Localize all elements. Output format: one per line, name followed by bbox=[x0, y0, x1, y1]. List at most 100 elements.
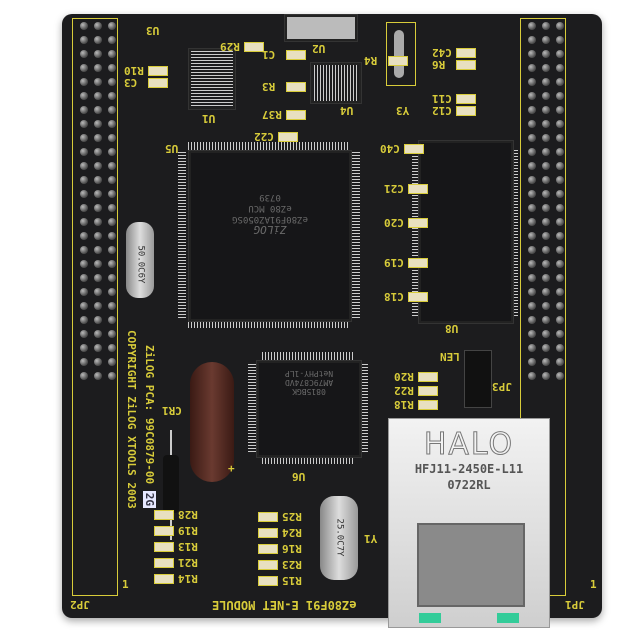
header-pin bbox=[528, 36, 536, 44]
header-pin bbox=[108, 358, 116, 366]
jp3-jumper[interactable] bbox=[464, 350, 492, 408]
header-pin bbox=[556, 106, 564, 114]
header-pin bbox=[94, 246, 102, 254]
component-label: R28 bbox=[178, 508, 198, 521]
header-pin bbox=[528, 344, 536, 352]
header-pin bbox=[528, 204, 536, 212]
header-pin bbox=[108, 92, 116, 100]
header-pin bbox=[556, 302, 564, 310]
header-pin bbox=[80, 204, 88, 212]
smd-part bbox=[408, 258, 428, 268]
header-pin bbox=[542, 176, 550, 184]
y1-marking: 25.0C7Y bbox=[334, 518, 345, 557]
smd-part bbox=[286, 110, 306, 120]
header-pin bbox=[556, 190, 564, 198]
u5-pins-left bbox=[178, 152, 186, 318]
header-pin bbox=[80, 92, 88, 100]
header-pin bbox=[542, 120, 550, 128]
plus-label: + bbox=[228, 462, 235, 475]
component-label: R6 bbox=[432, 58, 446, 71]
header-pin bbox=[528, 274, 536, 282]
smd-part bbox=[258, 512, 278, 522]
smd-part bbox=[258, 544, 278, 554]
header-pin bbox=[542, 204, 550, 212]
y3-crystal bbox=[386, 22, 416, 86]
pin1-right-label: 1 bbox=[590, 578, 597, 591]
rj45-jack[interactable]: HALO HFJ11-2450E-L11 0722RL bbox=[388, 418, 550, 628]
header-pin bbox=[108, 120, 116, 128]
header-pin bbox=[528, 260, 536, 268]
header-pin bbox=[542, 330, 550, 338]
u6-phy-chip: 0815BGK AM79C874VD NetPHY-1LP bbox=[256, 360, 362, 458]
component-label: R20 bbox=[394, 370, 414, 383]
smd-part bbox=[148, 78, 168, 88]
header-pin bbox=[108, 148, 116, 156]
component-label: C21 bbox=[384, 182, 404, 195]
y2-crystal: 50.0C6Y bbox=[126, 222, 154, 298]
header-pin bbox=[528, 148, 536, 156]
header-pin bbox=[108, 330, 116, 338]
smd-part bbox=[286, 82, 306, 92]
header-pin bbox=[94, 302, 102, 310]
header-pin bbox=[108, 64, 116, 72]
y1-crystal: 25.0C7Y bbox=[320, 496, 358, 580]
component-label: C18 bbox=[384, 290, 404, 303]
u3-label: U3 bbox=[146, 24, 160, 37]
copyright-label: COPYRIGHT ZiLOG XTOOLS 2003 bbox=[125, 330, 138, 509]
component-label: R4 bbox=[364, 54, 378, 67]
smd-part bbox=[258, 560, 278, 570]
header-pin bbox=[108, 232, 116, 240]
len-label: LEN bbox=[440, 350, 460, 363]
header-pin bbox=[80, 260, 88, 268]
header-pin bbox=[80, 176, 88, 184]
y3-crystal-body bbox=[394, 30, 404, 78]
header-pin bbox=[80, 218, 88, 226]
header-pin bbox=[94, 274, 102, 282]
u8-label: U8 bbox=[445, 322, 459, 335]
header-pin bbox=[80, 344, 88, 352]
header-pin bbox=[108, 22, 116, 30]
header-pin bbox=[80, 316, 88, 324]
header-pin bbox=[556, 134, 564, 142]
header-pin bbox=[80, 190, 88, 198]
smd-part bbox=[286, 50, 306, 60]
header-pin bbox=[528, 358, 536, 366]
y2-marking: 50.0C6Y bbox=[135, 245, 146, 284]
component-label: R25 bbox=[282, 510, 302, 523]
header-pin bbox=[542, 148, 550, 156]
component-label: C3 bbox=[124, 76, 138, 89]
header-pin bbox=[528, 316, 536, 324]
smd-part bbox=[148, 66, 168, 76]
header-pin bbox=[528, 134, 536, 142]
header-pin bbox=[542, 344, 550, 352]
u6-pins-right bbox=[360, 364, 368, 452]
cr1-diode bbox=[163, 455, 179, 513]
smd-part bbox=[154, 558, 174, 568]
u5-line-3: 0739 bbox=[259, 192, 281, 202]
smd-part bbox=[388, 56, 408, 66]
header-pin bbox=[528, 288, 536, 296]
u5-mcu-chip: ZiLOG eZ80F91AZ050SG eZ80 MCU 0739 bbox=[188, 150, 352, 322]
header-pin bbox=[108, 288, 116, 296]
u5-logo: ZiLOG bbox=[253, 223, 287, 236]
header-pin bbox=[94, 260, 102, 268]
header-pin bbox=[94, 92, 102, 100]
jack-led-left bbox=[419, 613, 441, 623]
header-pin bbox=[94, 204, 102, 212]
header-pin bbox=[528, 162, 536, 170]
smd-part bbox=[456, 94, 476, 104]
u5-pins-bottom bbox=[188, 320, 350, 328]
header-pin bbox=[94, 22, 102, 30]
u6-label: U6 bbox=[292, 470, 306, 483]
component-label: R37 bbox=[262, 108, 282, 121]
left-pin-header bbox=[80, 22, 116, 380]
header-pin bbox=[80, 78, 88, 86]
header-pin bbox=[528, 246, 536, 254]
header-pin bbox=[542, 106, 550, 114]
u6-pins-top bbox=[262, 352, 354, 360]
header-pin bbox=[94, 134, 102, 142]
header-pin bbox=[556, 260, 564, 268]
header-pin bbox=[556, 358, 564, 366]
smd-part bbox=[258, 576, 278, 586]
u1-chip bbox=[188, 48, 236, 110]
